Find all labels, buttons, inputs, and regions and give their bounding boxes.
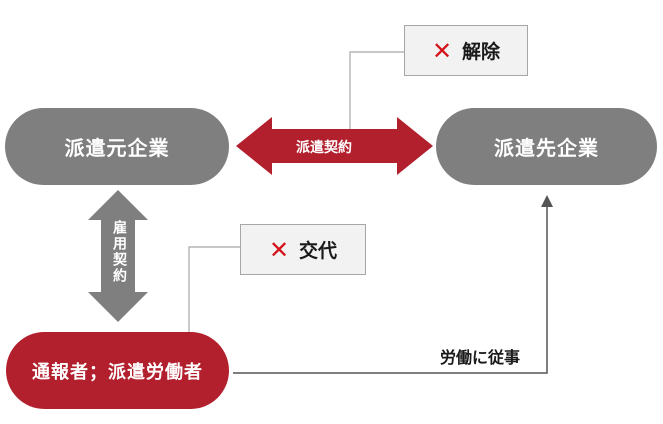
reporter-node: 通報者；派遣労働者	[6, 332, 229, 409]
work-under-arrowhead	[541, 195, 553, 207]
dispatch-contract-label: 派遣契約	[296, 140, 352, 156]
reporter-label: 通報者；派遣労働者	[32, 361, 203, 383]
dispatch-company-label: 派遣元企業	[64, 136, 170, 160]
cancel-note-label: 解除	[462, 41, 501, 63]
replace-note: ✕ 交代	[240, 224, 366, 275]
dispatch-company-node: 派遣元企業	[5, 108, 229, 185]
replace-callout-line	[188, 246, 240, 332]
client-company-node: 派遣先企業	[436, 108, 657, 185]
x-mark-icon: ✕	[268, 235, 290, 264]
replace-note-label: 交代	[299, 240, 338, 262]
employment-contract-label: 雇用契約	[111, 220, 127, 284]
dispatch-contract-arrow	[236, 117, 433, 175]
client-company-label: 派遣先企業	[494, 136, 599, 160]
employment-contract-arrow	[88, 190, 148, 322]
work-under-label: 労働に従事	[440, 348, 521, 367]
cancel-note: ✕ 解除	[404, 25, 528, 76]
cancel-callout-line	[349, 51, 404, 129]
work-under-line	[233, 205, 548, 374]
x-mark-icon: ✕	[431, 36, 453, 65]
